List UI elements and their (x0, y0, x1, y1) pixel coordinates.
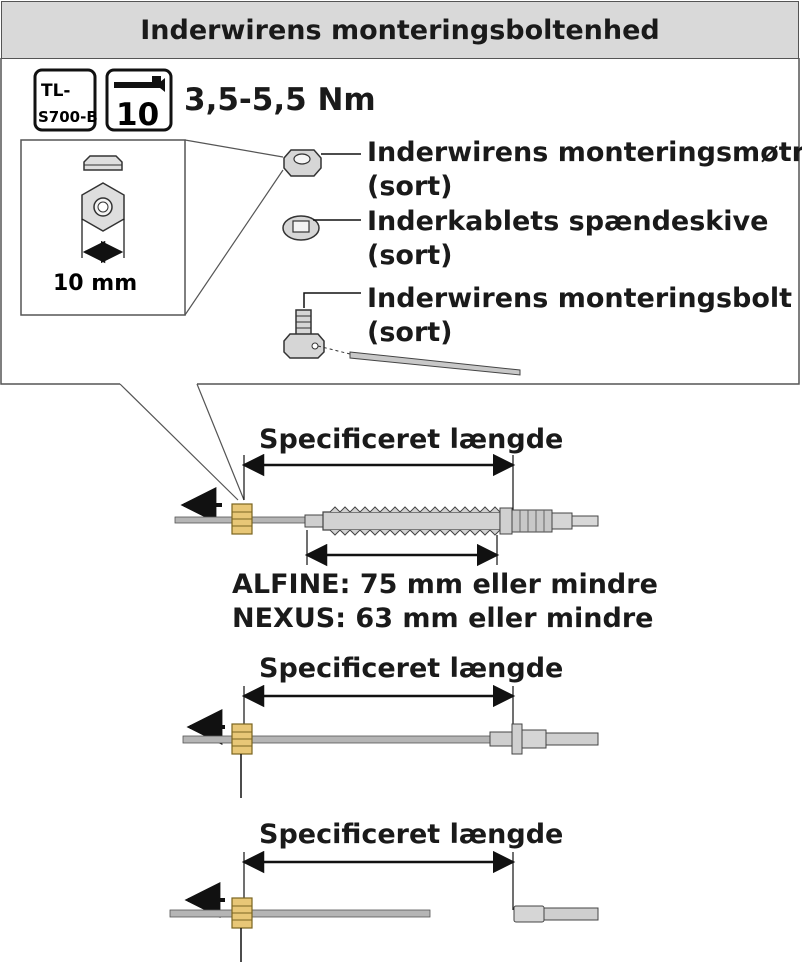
figure-1-length-label: Specificeret længde (259, 424, 564, 455)
housing-rib (369, 506, 381, 536)
callout-box (0, 58, 800, 385)
part-bolt (283, 292, 521, 376)
brass-bolt (231, 723, 253, 755)
section-header: Inderwirens monteringsboltenhed (1, 1, 799, 59)
housing-rib (429, 506, 441, 536)
figure-2 (182, 684, 599, 798)
housing-rib (419, 506, 431, 536)
housing-rib (439, 506, 451, 536)
part-washer-color: (sort) (367, 240, 453, 271)
tool-badge-line1: TL- (41, 81, 70, 101)
figure-1-note-nexus: NEXUS: 63 mm eller mindre (232, 603, 654, 634)
figure-3 (169, 850, 599, 962)
inset-dimension: 10 mm (53, 271, 137, 296)
wrench-icon (114, 78, 165, 92)
part-washer-label: Inderkablets spændeskive (sort) (367, 205, 768, 273)
part-bolt-label: Inderwirens monteringsbolt (sort) (367, 282, 792, 350)
part-washer-name: Inderkablets spændeskive (367, 206, 769, 237)
housing-rib (479, 506, 491, 536)
housing-rib (399, 506, 411, 536)
brass-bolt (231, 897, 253, 929)
housing-rib (349, 506, 361, 536)
tool-badge: TL- S700-B (33, 68, 98, 132)
figure-1 (174, 453, 599, 567)
nut-top-view (81, 182, 125, 264)
part-nut-label: Inderwirens monteringsmøtrik (sort) (367, 136, 802, 204)
callout-pointer (119, 383, 245, 501)
housing-rib (339, 506, 351, 536)
housing-rib (489, 506, 501, 536)
housing-rib (459, 506, 471, 536)
part-nut-color: (sort) (367, 171, 453, 202)
figure-3-length-label: Specificeret længde (259, 819, 564, 850)
tool-badge-line2: S700-B (38, 108, 98, 126)
torque-value: 3,5-5,5 Nm (184, 82, 376, 118)
part-nut-name: Inderwirens monteringsmøtrik (367, 137, 802, 168)
housing-rib (409, 506, 421, 536)
brass-bolt (231, 503, 253, 535)
wrench-badge: 10 (105, 68, 173, 133)
part-bolt-color: (sort) (367, 317, 453, 348)
nut-side-view (83, 155, 123, 171)
part-washer (282, 215, 361, 241)
part-nut (283, 149, 361, 177)
housing-rib (329, 506, 341, 536)
figure-1-note-alfine: ALFINE: 75 mm eller mindre (232, 569, 658, 600)
housing-rib (379, 506, 391, 536)
wrench-size: 10 (116, 97, 159, 133)
section-title: Inderwirens monteringsboltenhed (140, 14, 660, 46)
housing-rib (449, 506, 461, 536)
figure-2-length-label: Specificeret længde (259, 653, 564, 684)
housing-rib (389, 506, 401, 536)
housing-rib (359, 506, 371, 536)
housing-rib (469, 506, 481, 536)
part-bolt-name: Inderwirens monteringsbolt (367, 283, 793, 314)
